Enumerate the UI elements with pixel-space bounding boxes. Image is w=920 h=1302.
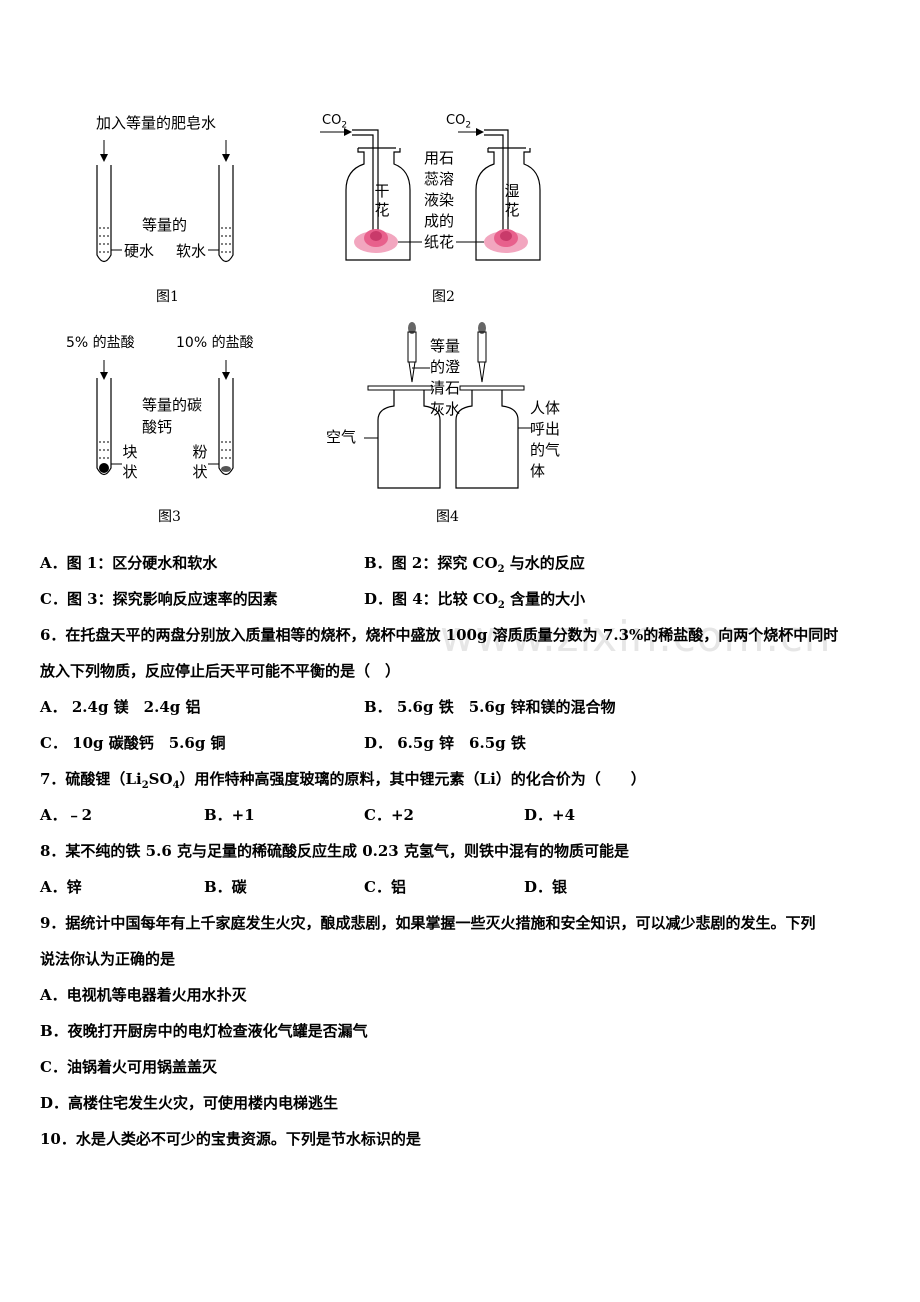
fig3-right-solid: 粉状 xyxy=(192,443,208,481)
fig3-middle-label: 等量的碳酸钙 xyxy=(142,396,203,436)
q8-option-a: A．锌 xyxy=(40,878,82,896)
q9-option-a: A．电视机等电器着火用水扑灭 xyxy=(40,986,247,1004)
q7-option-d: D．+4 xyxy=(524,806,576,824)
q9-stem-line2: 说法你认为正确的是 xyxy=(40,950,176,968)
fig1-caption: 图1 xyxy=(156,289,179,305)
q9-stem-line1: 9．据统计中国每年有上千家庭发生火灾，酿成悲剧，如果掌握一些灭火措施和安全知识，… xyxy=(40,914,816,932)
fig2-gas-left: CO2 xyxy=(322,113,348,131)
figure-3-drawing xyxy=(96,360,234,476)
figure-4: 等量的澄清石灰水 空气 人体呼出的气体 图4 xyxy=(320,320,580,530)
q7-option-c: C．+2 xyxy=(364,806,414,824)
figure-1-drawing xyxy=(96,140,234,263)
q7-option-b: B．+1 xyxy=(204,806,255,824)
watermark: www.zixin.com.cn xyxy=(440,612,832,661)
fig2-right-flower: 湿花 xyxy=(504,182,520,219)
figure-2: CO2 CO2 干花 湿花 用石蕊溶液染成的纸花 图2 xyxy=(318,110,568,310)
fig2-middle-label: 用石蕊溶液染成的纸花 xyxy=(424,149,455,251)
figure-3: 5% 的盐酸 10% 的盐酸 等量的碳酸钙 块状 粉状 图3 xyxy=(60,330,280,530)
fig3-right-label: 10% 的盐酸 xyxy=(176,335,254,351)
q9-option-c: C．油锅着火可用锅盖盖灭 xyxy=(40,1058,217,1076)
q8-option-b: B．碳 xyxy=(204,878,247,896)
fig2-gas-right: CO2 xyxy=(446,113,472,131)
q8-option-d: D．银 xyxy=(524,878,568,896)
q9-option-b: B．夜晚打开厨房中的电灯检查液化气罐是否漏气 xyxy=(40,1022,368,1040)
figure-4-drawing xyxy=(364,322,532,489)
q7-stem: 7．硫酸锂（Li2SO4）用作特种高强度玻璃的原料，其中锂元素（Li）的化合价为… xyxy=(40,770,646,791)
fig4-middle-label: 等量的澄清石灰水 xyxy=(430,337,461,418)
q6-stem-line2: 放入下列物质，反应停止后天平可能不平衡的是（ ） xyxy=(40,662,401,680)
q8-option-c: C．铝 xyxy=(364,878,406,896)
fig3-caption: 图3 xyxy=(158,509,181,525)
fig1-left-label: 硬水 xyxy=(124,242,155,260)
fig1-right-label: 软水 xyxy=(176,242,207,260)
fig4-left-label: 空气 xyxy=(326,428,357,446)
fig1-middle-label: 等量的 xyxy=(142,216,188,234)
q6-option-c: C． 10g 碳酸钙 5.6g 铜 xyxy=(40,734,226,752)
q10-stem: 10．水是人类必不可少的宝贵资源。下列是节水标识的是 xyxy=(40,1130,421,1148)
fig2-left-flower: 干花 xyxy=(374,182,390,219)
q6-option-d: D． 6.5g 锌 6.5g 铁 xyxy=(364,734,526,752)
figure-1: 加入等量的肥皂水 等量的 硬水 软水 图1 xyxy=(80,110,260,310)
q9-option-d: D．高楼住宅发生火灾，可使用楼内电梯逃生 xyxy=(40,1094,339,1112)
q7-option-a: A．﹣2 xyxy=(40,806,93,824)
fig3-left-label: 5% 的盐酸 xyxy=(66,335,135,351)
q5-option-d: D．图 4：比较 CO2 含量的大小 xyxy=(364,590,586,611)
q5-option-b: B．图 2：探究 CO2 与水的反应 xyxy=(364,554,585,575)
q8-stem: 8．某不纯的铁 5.6 克与足量的稀硫酸反应生成 0.23 克氢气，则铁中混有的… xyxy=(40,842,629,860)
fig3-left-solid: 块状 xyxy=(122,443,138,481)
q6-option-b: B． 5.6g 铁 5.6g 锌和镁的混合物 xyxy=(364,698,616,716)
q6-stem-line1: 6．在托盘天平的两盘分别放入质量相等的烧杯，烧杯中盛放 100g 溶质质量分数为… xyxy=(40,626,839,644)
fig4-caption: 图4 xyxy=(436,509,459,525)
fig1-top-label: 加入等量的肥皂水 xyxy=(96,114,217,132)
q6-option-a: A． 2.4g 镁 2.4g 铝 xyxy=(40,698,201,716)
q5-option-c: C．图 3：探究影响反应速率的因素 xyxy=(40,590,278,608)
fig4-right-label: 人体呼出的气体 xyxy=(530,399,561,480)
figure-2-drawing xyxy=(320,128,541,261)
fig2-caption: 图2 xyxy=(432,289,455,305)
q5-option-a: A．图 1：区分硬水和软水 xyxy=(40,554,218,572)
